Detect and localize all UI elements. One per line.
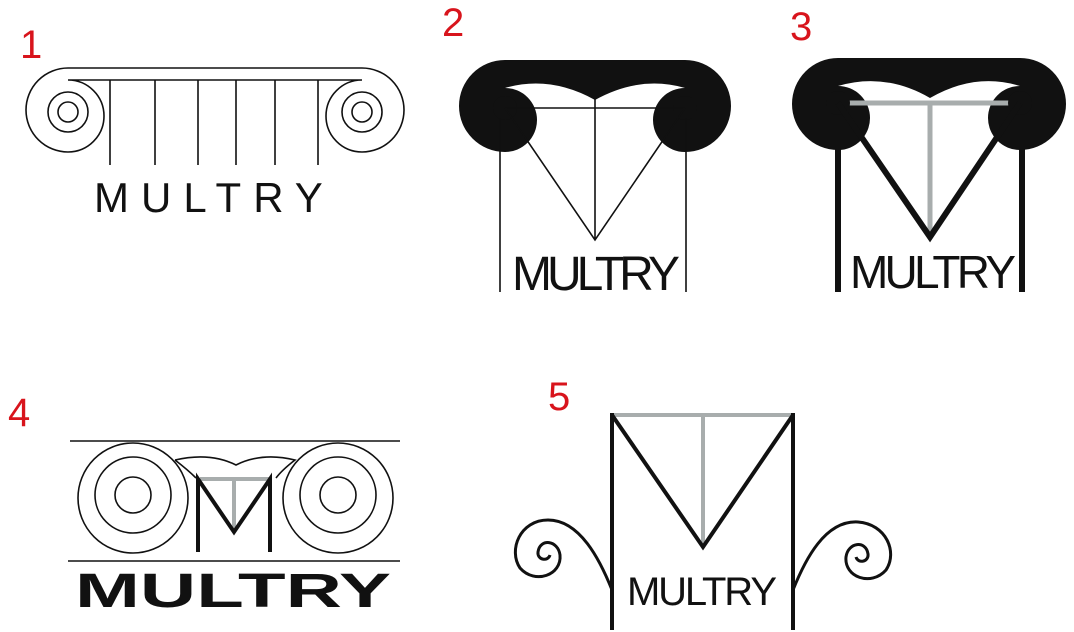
logo-wordmark: MULTRY	[850, 246, 1016, 298]
logo-2: 2 MULTRY	[442, 1, 731, 301]
logo-wordmark: MULTRY	[75, 565, 391, 618]
logo-wordmark: MULTRY	[512, 248, 680, 301]
logo-number: 2	[442, 1, 464, 45]
logo-number: 4	[8, 391, 30, 435]
logo-number: 5	[548, 375, 570, 419]
logo-wordmark: MULTRY	[627, 570, 777, 614]
logo-number: 1	[20, 23, 42, 67]
logo-5: 5 MULTRY	[513, 375, 893, 630]
logo-4: 4 MULTRY	[8, 391, 400, 618]
logo-wordmark: MULTRY	[94, 174, 335, 221]
logo-1: 1 MULTRY	[20, 23, 405, 221]
logo-number: 3	[790, 5, 812, 49]
logo-3: 3 MULTRY	[790, 5, 1066, 298]
